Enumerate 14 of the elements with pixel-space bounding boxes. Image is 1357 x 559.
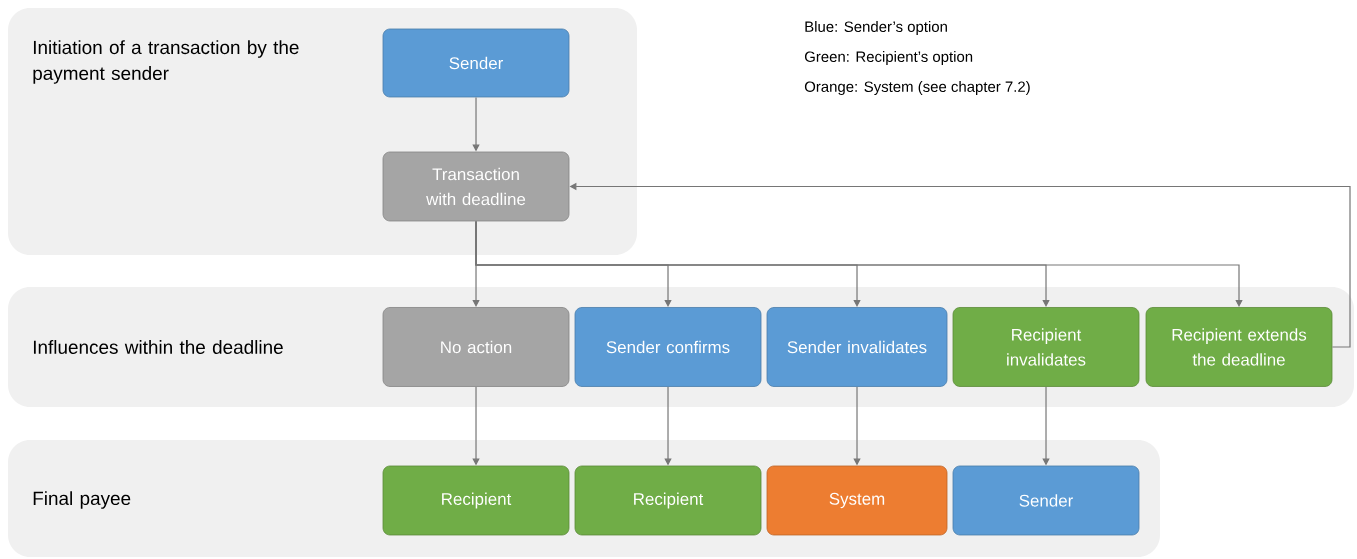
process-box: Recipient extends the deadline: [1145, 307, 1333, 387]
legend-note: Blue: Sender’s option: [805, 21, 947, 35]
process-box: System: [766, 465, 948, 536]
process-box: Sender invalidates: [766, 307, 948, 387]
legend-note: Green: Recipient’s option: [804, 51, 973, 65]
process-box: Recipient: [574, 465, 762, 536]
process-box: No action: [382, 307, 570, 387]
legend-note: Orange: System (see chapter 7.2): [804, 81, 1030, 95]
process-box: Sender confirms: [574, 307, 762, 387]
process-box: Sender: [952, 465, 1140, 536]
process-box: Sender: [382, 28, 570, 98]
process-box: Recipient invalidates: [952, 307, 1140, 387]
process-box: Recipient: [382, 465, 570, 536]
process-box: Transaction with deadline: [382, 151, 570, 222]
